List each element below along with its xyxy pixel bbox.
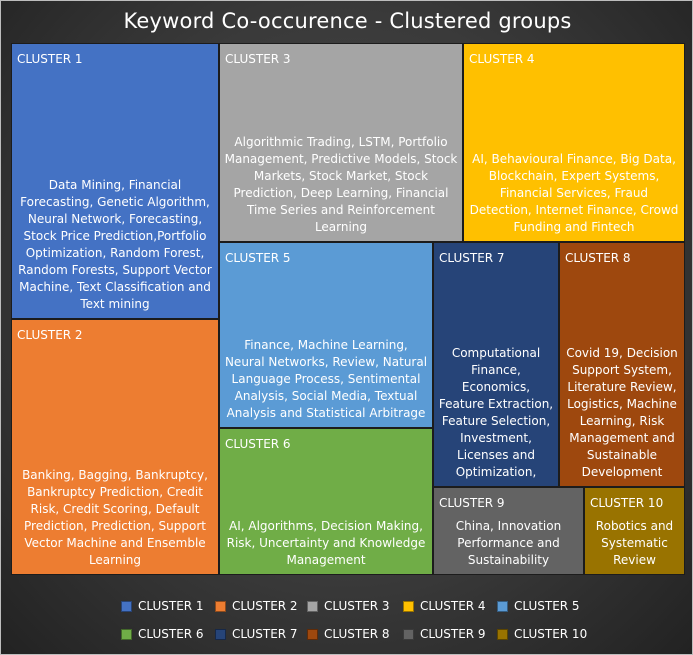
legend-label-cluster-6: CLUSTER 6 xyxy=(138,627,204,641)
cluster-3-keywords: Algorithmic Trading, LSTM, Portfolio Man… xyxy=(224,135,458,234)
legend-swatch-cluster-10 xyxy=(497,628,508,640)
cluster-9-tile: CLUSTER 9 China, Innovation Performance a… xyxy=(433,487,584,575)
cluster-9-keywords: China, Innovation Performance and Sustai… xyxy=(455,519,562,567)
cluster-6-label: CLUSTER 6 xyxy=(225,437,291,451)
cluster-7-tile: CLUSTER 7 Computational Finance, Economic… xyxy=(433,242,559,487)
cluster-10-keywords: Robotics and Systematic Review xyxy=(595,519,674,567)
cluster-3-tile: CLUSTER 3 Algorithmic Trading, LSTM, Port… xyxy=(219,43,463,242)
cluster-1-tile: CLUSTER 1 Data Mining, Financial Forecast… xyxy=(11,43,219,319)
cluster-7-label: CLUSTER 7 xyxy=(439,251,505,265)
legend-label-cluster-3: CLUSTER 3 xyxy=(324,599,390,613)
legend-item-cluster-4: CLUSTER 4 xyxy=(403,599,486,613)
cluster-5-label: CLUSTER 5 xyxy=(225,251,291,265)
cluster-9-label: CLUSTER 9 xyxy=(439,496,505,510)
cluster-8-tile: CLUSTER 8 Covid 19, Decision Support Syst… xyxy=(559,242,685,487)
legend-swatch-cluster-1 xyxy=(121,600,132,612)
legend-swatch-cluster-9 xyxy=(403,628,414,640)
legend-label-cluster-5: CLUSTER 5 xyxy=(514,599,580,613)
cluster-8-keywords: Covid 19, Decision Support System, Liter… xyxy=(566,346,678,479)
legend-label-cluster-10: CLUSTER 10 xyxy=(514,627,588,641)
cluster-2-label: CLUSTER 2 xyxy=(17,328,83,342)
cluster-3-label: CLUSTER 3 xyxy=(225,52,291,66)
cluster-6-keywords: AI, Algorithms, Decision Making, Risk, U… xyxy=(226,519,426,567)
legend-swatch-cluster-2 xyxy=(215,600,226,612)
cluster-7-keywords: Computational Finance, Economics, Featur… xyxy=(438,346,554,479)
cluster-1-keywords: Data Mining, Financial Forecasting, Gene… xyxy=(18,178,212,311)
cluster-10-tile: CLUSTER 10 Robotics and Systematic Review xyxy=(584,487,685,575)
legend-item-cluster-8: CLUSTER 8 xyxy=(307,627,390,641)
legend-label-cluster-2: CLUSTER 2 xyxy=(232,599,298,613)
cluster-8-label: CLUSTER 8 xyxy=(565,251,631,265)
legend-swatch-cluster-3 xyxy=(307,600,318,612)
cluster-4-label: CLUSTER 4 xyxy=(469,52,535,66)
legend-label-cluster-9: CLUSTER 9 xyxy=(420,627,486,641)
legend-item-cluster-10: CLUSTER 10 xyxy=(497,627,587,641)
cluster-4-tile: CLUSTER 4 AI, Behavioural Finance, Big Da… xyxy=(463,43,685,242)
legend-item-cluster-2: CLUSTER 2 xyxy=(215,599,298,613)
legend-label-cluster-1: CLUSTER 1 xyxy=(138,599,204,613)
legend-swatch-cluster-5 xyxy=(497,600,508,612)
legend-item-cluster-5: CLUSTER 5 xyxy=(497,599,580,613)
legend-swatch-cluster-4 xyxy=(403,600,414,612)
cluster-1-label: CLUSTER 1 xyxy=(17,52,83,66)
treemap-area: CLUSTER 1 Data Mining, Financial Forecast… xyxy=(11,43,685,575)
legend-item-cluster-3: CLUSTER 3 xyxy=(307,599,390,613)
cluster-2-tile: CLUSTER 2 Banking, Bagging, Bankruptcy, B… xyxy=(11,319,219,575)
cluster-5-tile: CLUSTER 5 Finance, Machine Learning, Neur… xyxy=(219,242,433,428)
cluster-10-label: CLUSTER 10 xyxy=(590,496,664,510)
legend: CLUSTER 1 CLUSTER 2 CLUSTER 3 CLUSTER 4 CLUS… xyxy=(1,591,693,651)
cluster-6-tile: CLUSTER 6 AI, Algorithms, Decision Making… xyxy=(219,428,433,575)
legend-label-cluster-8: CLUSTER 8 xyxy=(324,627,390,641)
cluster-5-keywords: Finance, Machine Learning, Neural Networ… xyxy=(224,338,428,420)
legend-item-cluster-7: CLUSTER 7 xyxy=(215,627,298,641)
legend-item-cluster-1: CLUSTER 1 xyxy=(121,599,204,613)
chart-title: Keyword Co-occurence - Clustered groups xyxy=(123,9,572,33)
legend-label-cluster-7: CLUSTER 7 xyxy=(232,627,298,641)
legend-swatch-cluster-6 xyxy=(121,628,132,640)
cluster-2-keywords: Banking, Bagging, Bankruptcy, Bankruptcy… xyxy=(22,468,208,567)
legend-swatch-cluster-8 xyxy=(307,628,318,640)
legend-item-cluster-6: CLUSTER 6 xyxy=(121,627,204,641)
legend-swatch-cluster-7 xyxy=(215,628,226,640)
legend-label-cluster-4: CLUSTER 4 xyxy=(420,599,486,613)
legend-item-cluster-9: CLUSTER 9 xyxy=(403,627,486,641)
cluster-4-keywords: AI, Behavioural Finance, Big Data, Block… xyxy=(469,152,679,234)
